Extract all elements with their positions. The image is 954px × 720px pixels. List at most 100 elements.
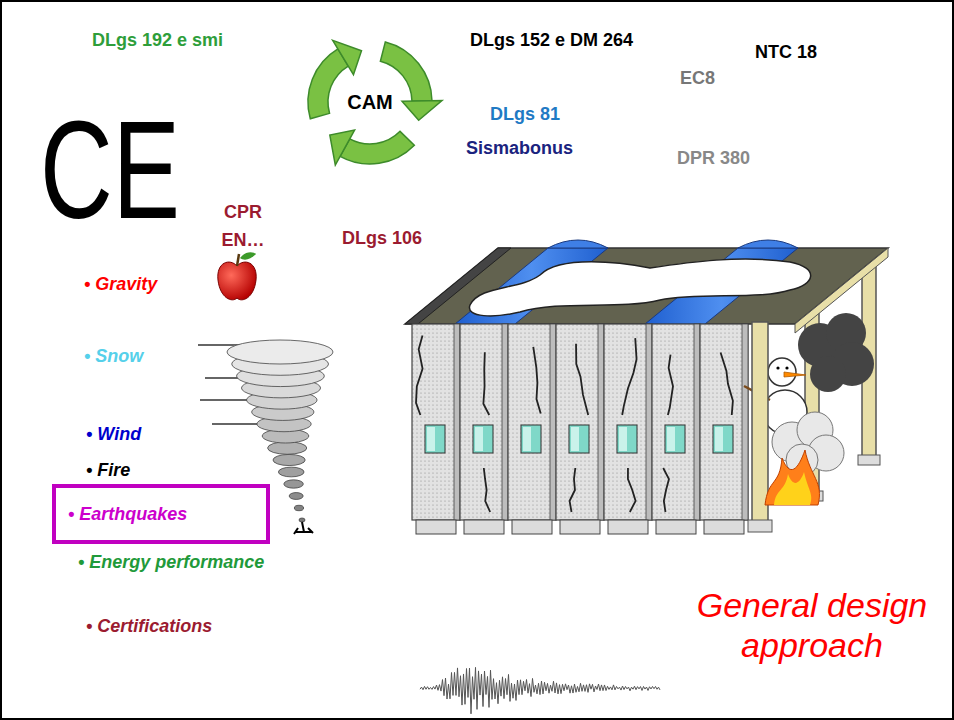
panel-joint [742, 324, 748, 520]
wall-panel [604, 324, 652, 520]
wall-panel [460, 324, 508, 520]
apple-icon [218, 262, 256, 300]
window [521, 425, 541, 453]
recycle-arrowhead [333, 40, 362, 74]
roof-vault [548, 240, 608, 248]
panel-joint [502, 324, 508, 520]
incentive-label: Sismabonus [466, 138, 573, 160]
tornado-ring [284, 480, 303, 488]
wall-panel [556, 324, 604, 520]
regulation-label: DLgs 192 e smi [92, 30, 223, 52]
smoke-cloud [798, 313, 874, 392]
footing [560, 520, 600, 534]
tornado-icon [198, 340, 333, 534]
wall-panels [412, 324, 748, 534]
window [619, 427, 627, 451]
highlight-label: • Earthquakes [68, 504, 187, 525]
wall-panel [412, 324, 460, 520]
recycle-arrowhead [402, 101, 442, 121]
wall-panel [700, 324, 748, 520]
wall-panel [652, 324, 700, 520]
regulation-label: CPR EN… [212, 198, 274, 254]
fire [774, 472, 811, 505]
snowman [785, 366, 788, 369]
crack [533, 347, 540, 414]
crack [668, 355, 673, 415]
window [617, 425, 637, 453]
crack [416, 335, 423, 415]
crack [570, 468, 576, 512]
panel-joint [598, 324, 604, 520]
window [713, 425, 733, 453]
slide-title: General design approach [676, 585, 948, 665]
roof-snow [469, 259, 810, 316]
tornado-ring [273, 454, 305, 465]
window [569, 425, 589, 453]
crack [622, 338, 636, 415]
snowman [776, 366, 779, 369]
action-item: • Wind [86, 424, 141, 446]
tornado-ring [289, 493, 303, 500]
regulation-label: DLgs 106 [342, 228, 422, 250]
regulation-label: EC8 [680, 68, 715, 90]
footing [608, 520, 648, 534]
crack [484, 468, 490, 512]
crack [483, 352, 489, 415]
panel-joint [646, 324, 652, 520]
snowman [784, 372, 806, 377]
wall-panel [508, 324, 556, 520]
regulation-label: NTC 18 [755, 42, 817, 64]
footing [704, 520, 744, 534]
action-item: • Fire [86, 460, 130, 482]
tornado-ring [227, 340, 333, 364]
crack [576, 344, 588, 415]
window [427, 427, 435, 451]
action-item: • Snow [84, 346, 143, 368]
window [425, 425, 445, 453]
footing [512, 520, 552, 534]
apple-icon [240, 252, 256, 259]
tornado-ring [268, 442, 307, 455]
regulation-label: DPR 380 [677, 148, 750, 170]
window [667, 427, 675, 451]
smoke-cloud [810, 356, 846, 392]
recycle-symbol: CAM [290, 22, 450, 182]
recycle-arrowhead [330, 130, 355, 165]
crack [721, 353, 733, 415]
roof-vault [738, 240, 798, 248]
window [715, 427, 723, 451]
tornado-ring [294, 505, 303, 510]
crack [663, 468, 669, 512]
window [523, 427, 531, 451]
building-illustration [405, 240, 888, 534]
window [571, 427, 579, 451]
tornado-ring [299, 518, 305, 522]
action-item: • Gravity [84, 274, 157, 296]
crack [628, 468, 636, 512]
fire [765, 450, 819, 505]
fire [765, 450, 819, 505]
panel-joint [694, 324, 700, 520]
footing [464, 520, 504, 534]
regulation-label: DLgs 152 e DM 264 [470, 30, 633, 52]
apple-icon [218, 252, 256, 300]
column-footing [748, 520, 772, 532]
window [475, 427, 483, 451]
window [665, 425, 685, 453]
tornado-touchdown [294, 522, 313, 534]
regulation-label: DLgs 81 [490, 104, 560, 126]
highlight-box: • Earthquakes [52, 484, 270, 544]
action-item: • Certifications [86, 616, 212, 638]
column-footing [858, 455, 880, 465]
seismogram [420, 667, 660, 713]
window [473, 425, 493, 453]
recycle-arrow [308, 49, 348, 119]
footing [416, 520, 456, 534]
apple-icon [237, 254, 239, 266]
panel-joint [454, 324, 460, 520]
action-item: • Energy performance [78, 552, 264, 574]
tornado-icon [200, 399, 250, 401]
